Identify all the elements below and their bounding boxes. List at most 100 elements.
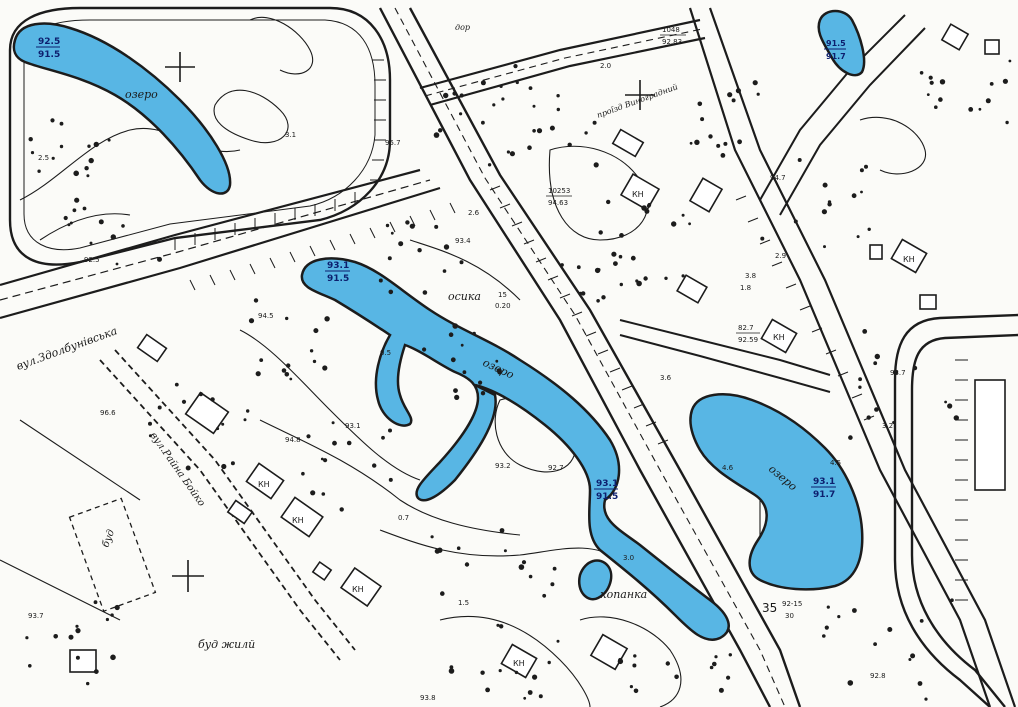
lake-label-nw-top: 92.5 [38,37,60,47]
tree-dot [107,138,111,142]
tree-dot [613,261,618,266]
tree-dot [501,97,505,101]
tree-dot [115,262,119,266]
tree-dot [464,562,470,567]
tree-dot [346,440,352,446]
tree-dot [452,323,459,329]
tree-dot [697,101,703,107]
tree-dot [430,535,434,539]
tree-dot [110,613,114,617]
tree-dot [671,221,677,227]
tree-dot [518,564,525,570]
tree-dot [388,428,392,433]
house-label-3: КН [632,190,644,199]
tree-dot [636,280,642,287]
tree-dot [874,407,879,412]
road-diag-edge-2 [408,7,802,707]
tree-dot [59,121,64,126]
tree-dot [499,624,504,629]
tree-dot [797,158,802,162]
tree-dot [284,372,290,377]
benchmark-2-bottom: 92.83 [662,38,682,46]
tree-dot [74,197,80,203]
spot-height: 93.2 [495,462,511,470]
tree-dot [198,392,203,397]
tree-dot [259,358,264,362]
tree-dot [822,182,828,188]
tree-dot [852,608,857,613]
tree-dot [286,363,291,368]
tree-dot [728,653,732,657]
benchmark-3-bottom: 92.59 [738,336,758,344]
block-upper-left [8,6,392,266]
tree-dot [98,219,104,225]
tree-dot [556,94,560,98]
tree-dot [480,670,485,675]
tree-dot [405,220,410,225]
lake-label-ne-top: 91.5 [826,39,846,48]
tree-dot [700,117,705,122]
tree-dot [409,223,415,229]
tree-dot [448,332,454,338]
tree-dot [313,328,319,334]
tree-dot [459,260,464,265]
tree-dot [331,421,335,425]
tree-dot [174,382,179,387]
aspen-size-top: 15 [498,291,507,299]
elevation-note: 4.6 [722,464,734,472]
tree-dot [285,316,289,321]
tree-dot [873,361,878,366]
tree-dot [110,234,117,240]
tree-dot [496,623,500,627]
spot-height: 92.5 [84,256,100,264]
tree-dot [756,92,760,96]
tree-dot [497,371,501,375]
tree-dot [289,377,293,381]
tree-dot [105,617,109,622]
spot-height: 93.8 [420,694,436,702]
elevation-note: 4.5 [830,459,841,467]
road-lake-east [619,319,831,376]
aspen-size-bottom: 0.20 [495,302,511,310]
tree-dot [947,403,953,409]
tree-dot [793,219,798,224]
construction-label: буд жилй [198,638,255,651]
construction-box [68,497,157,613]
tree-dot [527,145,532,150]
lake-north-east [817,9,866,77]
tree-dot [246,409,250,413]
tree-dot [646,203,651,208]
spot-height: 92.8 [870,672,886,680]
tree-dot [606,199,611,205]
tree-dot [93,141,100,148]
tree-dot [321,492,326,496]
tree-dot [390,231,394,235]
tree-dot [453,388,458,393]
tree-dot [499,84,503,88]
tree-dot [51,156,55,160]
pit-pond [577,559,613,601]
tree-dot [69,221,73,225]
tree-dot [460,343,464,347]
tree-dot [253,298,259,303]
tree-dot [72,208,77,213]
road-right-1 [688,7,992,707]
road-main-edge-2 [0,186,441,320]
well-label: 35 [762,601,777,615]
house-label-2: КН [352,585,364,594]
tree-dot [689,141,693,145]
tree-dot [674,674,679,680]
tree-dot [462,370,467,375]
tree-dot [726,675,731,680]
tree-dot [82,206,87,211]
tree-dot [874,353,880,360]
spot-height: 93.4 [455,237,471,245]
grid-crosses [165,52,655,592]
tree-dot [822,634,826,638]
tree-dot [633,654,637,658]
spot-height: 96.6 [100,409,116,417]
tree-dot [552,566,557,571]
tree-dot [723,141,728,146]
